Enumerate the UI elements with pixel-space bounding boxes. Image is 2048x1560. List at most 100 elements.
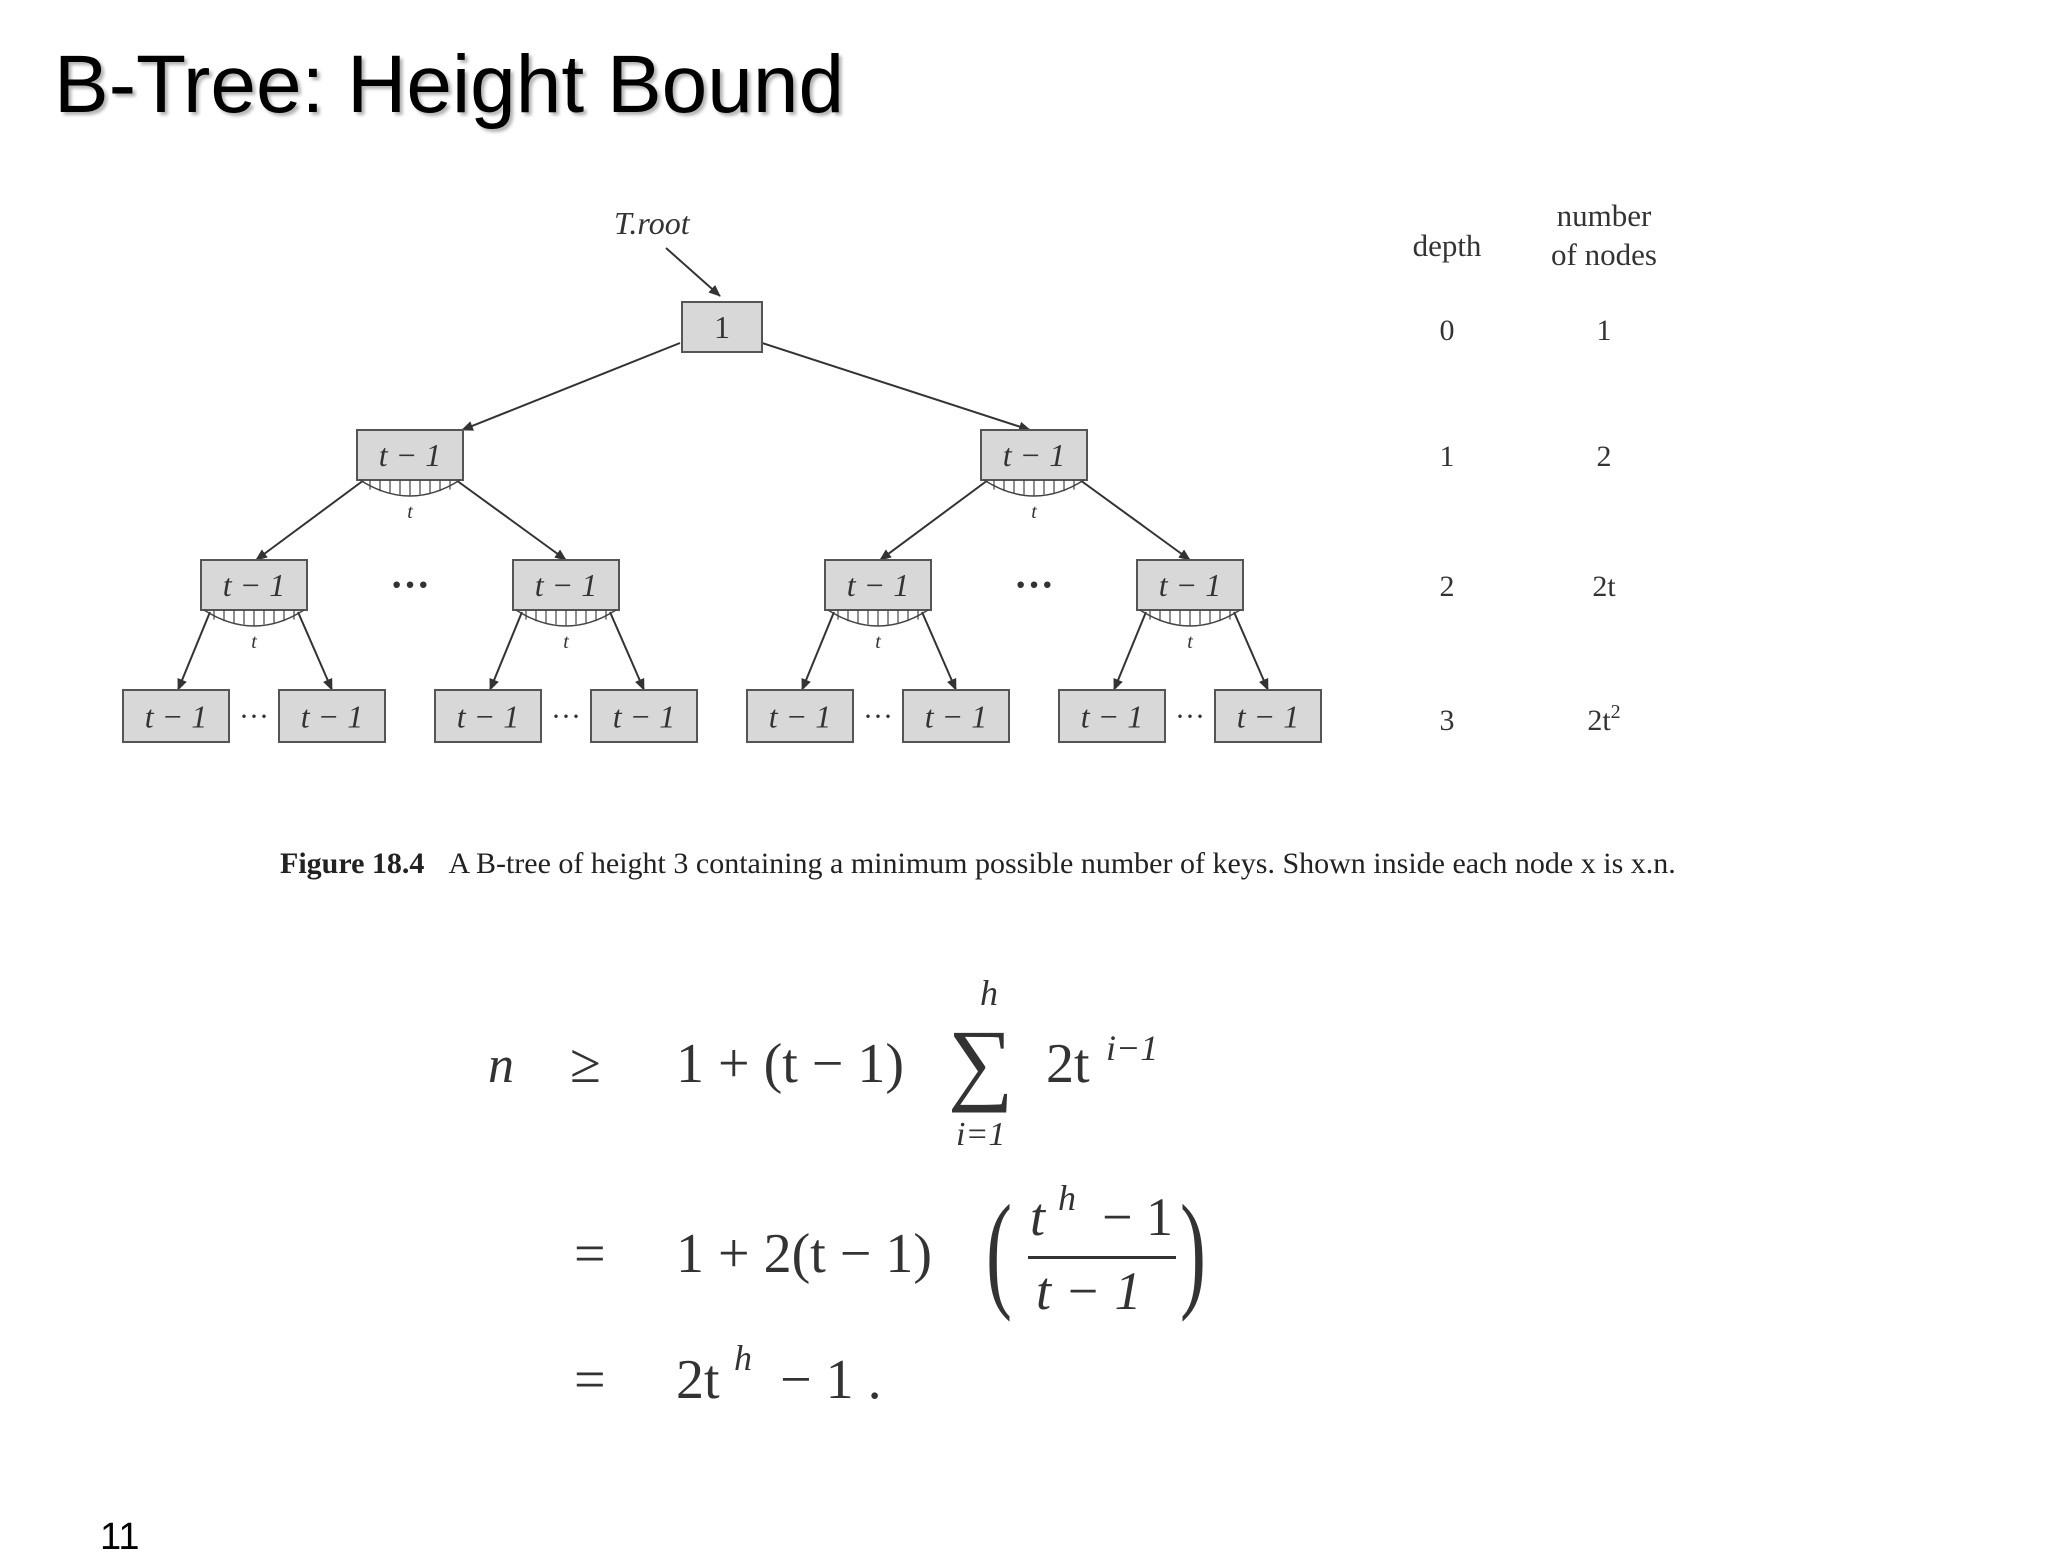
tree-edges <box>177 247 1269 691</box>
depth-value-2: 2 <box>1440 570 1455 603</box>
leaf-node-7 <box>1214 689 1322 743</box>
ellipsis-leaf-2: ··· <box>863 700 893 733</box>
root-node-label: 1 <box>714 309 730 345</box>
ellipsis-leaf-3: ··· <box>1175 700 1205 733</box>
depth1-fan-1: t <box>983 479 1085 523</box>
leaf-node-1 <box>278 689 386 743</box>
count-value-2: 2t <box>1592 570 1616 603</box>
leaf-node-1-label: t − 1 <box>301 698 363 734</box>
edge-root-right <box>761 342 1031 432</box>
eq-lhs: n <box>488 1037 514 1094</box>
eq-line2-expr: 1 + 2(t − 1) <box>676 1223 933 1285</box>
eq-line3-base: 2t <box>676 1349 720 1411</box>
edge-d2-0-left <box>177 611 211 691</box>
ellipsis-leaf-1: ··· <box>551 700 581 733</box>
depth2-node-0 <box>200 559 308 611</box>
depth2-fan-0-t: t <box>251 631 257 653</box>
edge-d1b-left <box>879 479 989 561</box>
edge-d2-0-right <box>297 611 333 691</box>
leaf-node-7-label: t − 1 <box>1237 698 1299 734</box>
fraction-bar <box>1028 1256 1176 1259</box>
depth2-node-3-label: t − 1 <box>1159 567 1221 603</box>
tree-nodes: 1 t − 1 t t − 1 t t − 1 t t − 1 t t − 1 t t − 1 t t −… <box>122 301 1322 743</box>
sum-upper-limit: h <box>980 973 998 1013</box>
eq-line3-exponent: h <box>734 1338 752 1378</box>
edge-d1a-left <box>255 479 365 561</box>
edge-d2-2-left <box>801 611 835 691</box>
edge-d2-3-right <box>1233 611 1269 691</box>
depth2-node-1-label: t − 1 <box>535 567 597 603</box>
edge-root-left <box>461 342 681 431</box>
depth2-node-0-label: t − 1 <box>223 567 285 603</box>
sum-term-base: 2t <box>1046 1033 1090 1095</box>
leaf-node-5 <box>902 689 1010 743</box>
ellipsis-depth2-left: ··· <box>390 562 430 607</box>
leaf-node-2 <box>434 689 542 743</box>
leaf-node-2-label: t − 1 <box>457 698 519 734</box>
count-exponent-3: 2 <box>1611 701 1621 723</box>
eq-rel-geq: ≥ <box>570 1033 601 1095</box>
sum-lower-limit: i=1 <box>956 1116 1006 1153</box>
depth2-fan-2-t: t <box>875 631 881 653</box>
ellipsis-leaf-0: ··· <box>239 700 269 733</box>
fraction-numerator-base: t <box>1030 1187 1046 1247</box>
depth1-node-1 <box>980 429 1088 481</box>
depth2-fan-1-t: t <box>563 631 569 653</box>
edge-d2-2-right <box>921 611 957 691</box>
leaf-node-3-label: t − 1 <box>613 698 675 734</box>
leaf-node-6 <box>1058 689 1166 743</box>
depth1-node-0 <box>356 429 464 481</box>
fraction-numerator-tail: − 1 <box>1102 1187 1173 1247</box>
depth2-fan-3-t: t <box>1187 631 1193 653</box>
leaf-node-5-label: t − 1 <box>925 698 987 734</box>
edge-d2-1-right <box>609 611 645 691</box>
edge-d1b-right <box>1079 479 1191 561</box>
eq-line1-expr: 1 + (t − 1) <box>676 1033 905 1095</box>
depth-value-3: 3 <box>1440 704 1455 737</box>
depth2-fan-0: t <box>203 609 305 653</box>
caption-text: A B-tree of height 3 containing a minimu… <box>448 847 1676 880</box>
depth-header: depth <box>1413 228 1482 263</box>
depth-value-1: 1 <box>1440 440 1455 473</box>
leaf-node-4-label: t − 1 <box>769 698 831 734</box>
eq-rel-equals-2: = <box>574 1349 606 1411</box>
count-header-line1: number <box>1557 198 1652 233</box>
depth2-node-1 <box>512 559 620 611</box>
sum-symbol: ∑ <box>948 1011 1014 1113</box>
sum-term-exponent: i−1 <box>1106 1028 1159 1068</box>
edge-d2-1-left <box>489 611 523 691</box>
count-header-line2: of nodes <box>1551 237 1657 272</box>
root-pointer-arrow <box>665 247 721 297</box>
caption-label: Figure 18.4 <box>280 847 425 880</box>
depth2-fan-2: t <box>827 609 929 653</box>
edge-d2-3-left <box>1113 611 1147 691</box>
slide-number: 11 <box>100 1516 140 1558</box>
count-value-0: 1 <box>1597 314 1612 347</box>
depth2-node-3 <box>1136 559 1244 611</box>
paren-right: ) <box>1180 1179 1206 1323</box>
fraction-numerator-exponent: h <box>1058 1178 1076 1218</box>
depth1-fan-0: t <box>359 479 461 523</box>
slide-title: B-Tree: Height Bound <box>54 39 845 130</box>
root-pointer-label: T.root <box>614 205 691 241</box>
count-value-3: 2t2 <box>1587 701 1620 737</box>
btree-figure: 1 t − 1 t t − 1 t t − 1 t t − 1 t t − 1 t t − 1 t t −… <box>122 198 1657 743</box>
leaf-node-3 <box>590 689 698 743</box>
edge-d1a-right <box>455 479 567 561</box>
ellipsis-depth2-right: ··· <box>1014 562 1054 607</box>
depth-count-table: 0 1 1 2 2 2t 3 2t2 <box>1440 314 1621 737</box>
tree-labels: T.root depth number of nodes ··· ··· ··· ··… <box>239 198 1657 733</box>
leaf-node-6-label: t − 1 <box>1081 698 1143 734</box>
depth-value-0: 0 <box>1440 314 1455 347</box>
eq-rel-equals-1: = <box>574 1223 606 1285</box>
count-value-1: 2 <box>1597 440 1612 473</box>
depth1-fan-1-t: t <box>1031 501 1037 523</box>
figure-caption: Figure 18.4 A B-tree of height 3 containi… <box>280 842 1690 885</box>
leaf-node-0-label: t − 1 <box>145 698 207 734</box>
depth2-node-2-label: t − 1 <box>847 567 909 603</box>
depth2-node-2 <box>824 559 932 611</box>
fraction-denominator: t − 1 <box>1036 1261 1142 1321</box>
depth1-node-0-label: t − 1 <box>379 437 441 473</box>
leaf-node-4 <box>746 689 854 743</box>
depth1-node-1-label: t − 1 <box>1003 437 1065 473</box>
